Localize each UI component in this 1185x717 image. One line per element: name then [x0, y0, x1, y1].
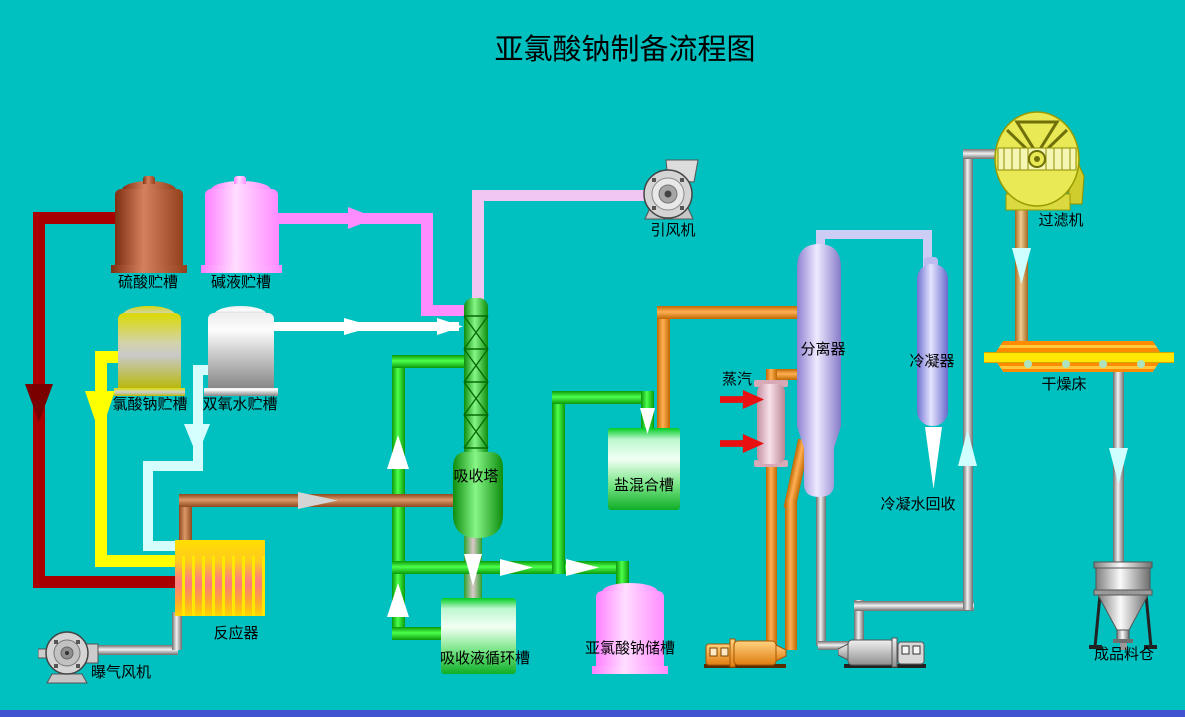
drying-bed-label: 干燥床 — [1041, 376, 1087, 393]
aeration-fan — [38, 631, 99, 684]
pipe-sulfuric-to-reactor — [33, 212, 117, 224]
induced-draft-fan-label: 引风机 — [650, 222, 696, 239]
pipe-peroxide-to-reactor — [143, 541, 181, 551]
drying-bed-port — [1099, 360, 1107, 368]
finished-product-silo — [1089, 561, 1157, 650]
sodium-chlorate-tank-label: 氯酸钠贮槽 — [112, 396, 188, 413]
condensate-recovery-label: 冷凝水回收 — [880, 496, 956, 513]
pipe-pump-inlet — [818, 641, 848, 650]
pipe-sulfuric-to-reactor — [33, 576, 179, 588]
flow-arrow — [25, 384, 53, 422]
drying-bed-port — [1024, 360, 1032, 368]
pipe-to-salt-tank — [552, 391, 654, 404]
pipe-peroxide-to-reactor — [143, 461, 203, 471]
drying-bed-band — [984, 352, 1174, 363]
salt-mixing-tank-label: 盐混合槽 — [613, 477, 674, 494]
pipe-heater-to-separator — [770, 369, 798, 380]
drying-bed-port — [1137, 360, 1145, 368]
flow-arrow — [925, 427, 942, 489]
flow-arrow — [387, 583, 409, 617]
pipe-peroxide-to-reactor — [193, 365, 203, 470]
drying-bed-port — [1062, 360, 1070, 368]
pipe-to-salt-tank — [552, 391, 565, 574]
pipe-chlorate-to-reactor — [95, 555, 179, 567]
tank-cap — [234, 176, 246, 184]
hydrogen-peroxide-tank — [208, 313, 274, 390]
pipe-circulation-to-tower-top — [392, 355, 466, 368]
tank-base — [592, 666, 668, 674]
pipe-peroxide-to-reactor — [196, 365, 212, 375]
filter-machine — [994, 111, 1085, 211]
flow-arrow — [344, 318, 374, 335]
finished-product-silo-label: 成品料仓 — [1093, 646, 1154, 663]
pipe-separator-bottom — [816, 494, 826, 646]
tank-cap — [143, 176, 155, 184]
reactor-label: 反应器 — [213, 625, 259, 642]
pipe-salt-to-separator — [657, 306, 670, 432]
pipe-separator-to-pump — [785, 500, 797, 650]
separator — [797, 244, 841, 497]
absorption-circulation-tank — [441, 598, 516, 674]
alkali-tank-label: 碱液贮槽 — [210, 274, 271, 291]
salt-mixing-tank — [608, 428, 680, 510]
absorption-tower-label: 吸收塔 — [453, 468, 499, 485]
pipe-pump-to-filter — [963, 150, 973, 610]
aeration-fan-label: 曝气风机 — [90, 664, 151, 681]
sulfuric-acid-tank-label: 硫酸贮槽 — [117, 274, 178, 291]
pipe-pump-to-filter — [963, 149, 1003, 159]
pipe-aeration-to-reactor — [172, 612, 182, 650]
induced-draft-fan — [643, 159, 699, 220]
pipe-tower-to-fan — [472, 190, 650, 201]
tank-base — [201, 265, 282, 273]
flow-arrow — [348, 207, 376, 229]
pipe-peroxide-to-reactor — [143, 461, 153, 551]
filter-machine-label: 过滤机 — [1038, 212, 1084, 229]
pipe-heater-to-pump — [766, 465, 777, 650]
pipe-chlorate-to-reactor — [95, 351, 107, 567]
steam-heater — [754, 380, 788, 467]
pipe-salt-to-separator — [657, 306, 799, 319]
sodium-chlorite-storage-tank-label: 亚氯酸钠储槽 — [584, 640, 675, 657]
absorption-tower — [453, 298, 503, 538]
page-title: 亚氯酸钠制备流程图 — [494, 34, 756, 66]
circulation-pump-orange — [704, 638, 787, 668]
flow-arrow — [958, 430, 977, 466]
pipe-aeration-to-reactor — [92, 645, 178, 655]
sulfuric-acid-tank — [115, 189, 183, 267]
pipe-separator-to-condenser — [923, 230, 932, 272]
reactor — [175, 540, 265, 616]
flow-arrow — [1109, 448, 1128, 484]
condenser-label: 冷凝器 — [909, 353, 955, 370]
pipe-pump-to-filter — [854, 600, 864, 644]
reactor-ribs — [175, 556, 265, 616]
pipe-heater-to-separator — [766, 369, 777, 387]
alkali-tank — [205, 189, 278, 267]
flow-arrow — [184, 424, 210, 456]
pipe-tower-to-fan — [472, 195, 484, 303]
tank-base — [204, 388, 278, 396]
tank-base — [114, 388, 185, 396]
pipe-alkali-to-tower — [421, 213, 433, 313]
sodium-chlorate-tank — [118, 313, 181, 390]
pipe-pump-to-filter — [854, 601, 974, 611]
tank-base — [111, 265, 187, 273]
pipe-circulation-tank-outlet — [392, 627, 450, 640]
steam-label: 蒸汽 — [721, 371, 752, 388]
bottom-bar — [0, 710, 1185, 717]
pipe-alkali-to-tower — [421, 305, 465, 316]
absorption-circulation-tank-label: 吸收液循环槽 — [439, 650, 530, 667]
transfer-pump-gray — [838, 637, 926, 668]
flow-arrow — [387, 435, 409, 469]
condenser — [917, 264, 948, 426]
separator-label: 分离器 — [800, 341, 846, 358]
pipe-separator-to-condenser — [816, 230, 932, 239]
sodium-chlorite-storage-tank — [596, 591, 664, 668]
hydrogen-peroxide-tank-label: 双氧水贮槽 — [202, 396, 278, 413]
